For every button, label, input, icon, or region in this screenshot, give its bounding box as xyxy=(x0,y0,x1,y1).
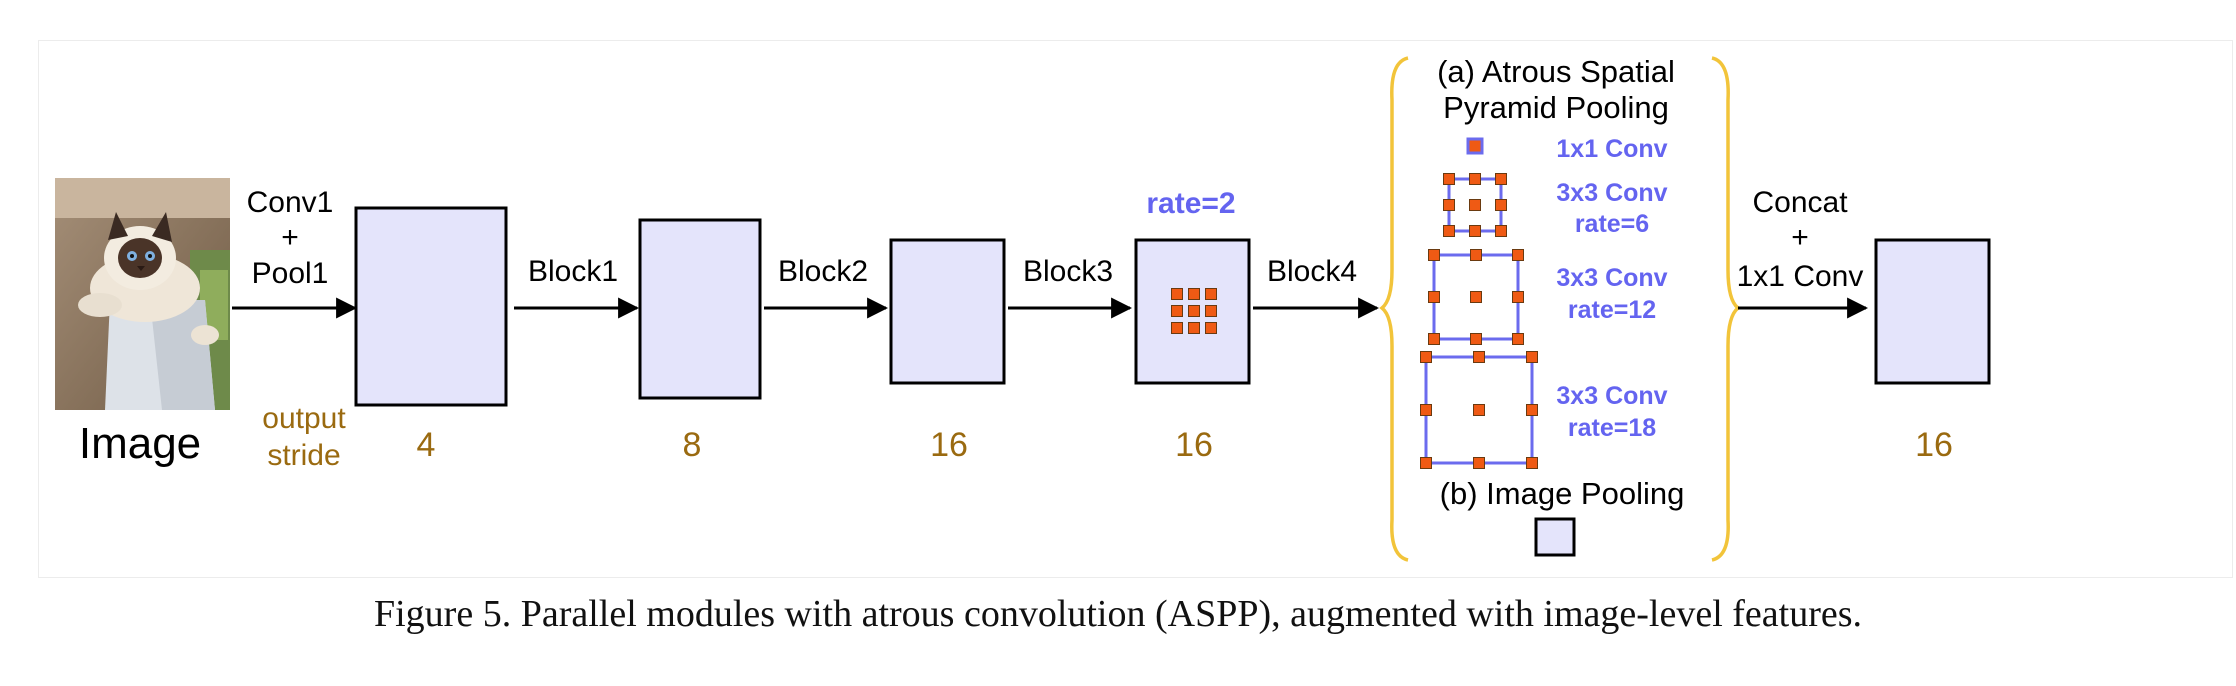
kernel-sample-dot xyxy=(1420,404,1432,416)
output-feature-map xyxy=(1874,238,1991,385)
block3-label: Block3 xyxy=(1023,255,1113,288)
kernel-sample-dot xyxy=(1188,322,1200,334)
aspp-diagram: Image Conv1 + Pool1 output stride 4 Bloc… xyxy=(55,54,1991,562)
kernel-sample-dot xyxy=(1443,199,1455,211)
conv1-label: Conv1 xyxy=(247,186,334,219)
kernel-sample-dot xyxy=(1512,249,1524,261)
image-pooling-label: (b) Image Pooling xyxy=(1440,476,1685,511)
kernel-3x3-rate-18 xyxy=(1420,351,1538,469)
aspp-title-line1: (a) Atrous Spatial xyxy=(1437,54,1675,89)
kernel-sample-dot xyxy=(1470,249,1482,261)
kernel-sample-dot xyxy=(1205,322,1217,334)
stride-value-output: 16 xyxy=(1915,426,1953,464)
kernel-sample-dot xyxy=(1526,351,1538,363)
kernel-sample-dot xyxy=(1473,404,1485,416)
feature-map-stride-16-a xyxy=(889,238,1006,385)
kernel-sample-dot xyxy=(1470,333,1482,345)
figure-frame xyxy=(38,40,2233,578)
image-pooling-box xyxy=(1534,517,1576,557)
aspp-title-line2: Pyramid Pooling xyxy=(1443,90,1669,125)
kernel-sample-dot xyxy=(1495,199,1507,211)
concat-plus-label: + xyxy=(1791,221,1809,254)
kernel-sample-dot xyxy=(1470,291,1482,303)
right-brace xyxy=(1711,56,1741,562)
pool1-label: Pool1 xyxy=(252,257,329,290)
kernel-sample-dot xyxy=(1171,288,1183,300)
kernel-sample-dot xyxy=(1428,249,1440,261)
concat-1x1-conv-label: 1x1 Conv xyxy=(1737,260,1864,293)
output-stride-label-line2: stride xyxy=(267,439,340,472)
kernel-sample-dot xyxy=(1420,351,1432,363)
kernel-sample-dot xyxy=(1171,305,1183,317)
kernel-1x1 xyxy=(1466,137,1484,155)
kernel-sample-dot xyxy=(1469,173,1481,185)
input-photo xyxy=(55,178,230,410)
kernel-sample-dot xyxy=(1205,305,1217,317)
kernel-sample-dot xyxy=(1443,173,1455,185)
atrous-kernel-rate-2 xyxy=(1171,288,1217,334)
kernel-sample-dot xyxy=(1495,225,1507,237)
stride-value-4: 4 xyxy=(417,426,436,464)
kernel-sample-dot xyxy=(1188,288,1200,300)
kernel-sample-dot xyxy=(1428,291,1440,303)
figure-caption: Figure 5. Parallel modules with atrous c… xyxy=(373,593,1863,635)
branch-rate18-label-line1: 3x3 Conv xyxy=(1556,382,1667,410)
stride-value-8: 8 xyxy=(683,426,702,464)
block4-label: Block4 xyxy=(1267,255,1357,288)
branch-rate6-label-line2: rate=6 xyxy=(1575,210,1649,238)
kernel-sample-dot xyxy=(1526,457,1538,469)
image-label: Image xyxy=(79,419,201,468)
branch-rate12-label-line1: 3x3 Conv xyxy=(1556,264,1667,292)
stride-value-16-b: 16 xyxy=(1175,426,1213,464)
branch-1x1-label: 1x1 Conv xyxy=(1556,135,1667,163)
kernel-sample-dot xyxy=(1512,333,1524,345)
feature-map-stride-4 xyxy=(354,206,508,407)
stride-value-16-a: 16 xyxy=(930,426,968,464)
kernel-3x3-rate-6 xyxy=(1443,173,1507,237)
branch-rate6-label-line1: 3x3 Conv xyxy=(1556,179,1667,207)
kernel-sample-dot xyxy=(1188,305,1200,317)
kernel-sample-dot xyxy=(1205,288,1217,300)
left-brace xyxy=(1379,56,1409,562)
branch-rate12-label-line2: rate=12 xyxy=(1568,296,1656,324)
feature-map-stride-8 xyxy=(638,218,762,400)
kernel-sample-dot xyxy=(1171,322,1183,334)
kernel-sample-dot xyxy=(1495,173,1507,185)
block2-label: Block2 xyxy=(778,255,868,288)
block1-label: Block1 xyxy=(528,255,618,288)
kernel-sample-dot xyxy=(1512,291,1524,303)
kernel-sample-dot xyxy=(1443,225,1455,237)
kernel-3x3-rate-12 xyxy=(1428,249,1524,345)
kernel-sample-dot xyxy=(1526,404,1538,416)
plus-label: + xyxy=(281,221,299,254)
kernel-sample-dot xyxy=(1469,225,1481,237)
kernel-sample-dot xyxy=(1469,199,1481,211)
feature-map-stride-16-b xyxy=(1134,238,1251,385)
kernel-sample-dot xyxy=(1420,457,1432,469)
branch-rate18-label-line2: rate=18 xyxy=(1568,414,1656,442)
kernel-sample-dot xyxy=(1473,457,1485,469)
concat-label: Concat xyxy=(1752,186,1848,219)
kernel-sample-dot xyxy=(1428,333,1440,345)
rate-2-label: rate=2 xyxy=(1146,187,1235,220)
kernel-sample-dot xyxy=(1473,351,1485,363)
output-stride-label-line1: output xyxy=(262,402,346,435)
